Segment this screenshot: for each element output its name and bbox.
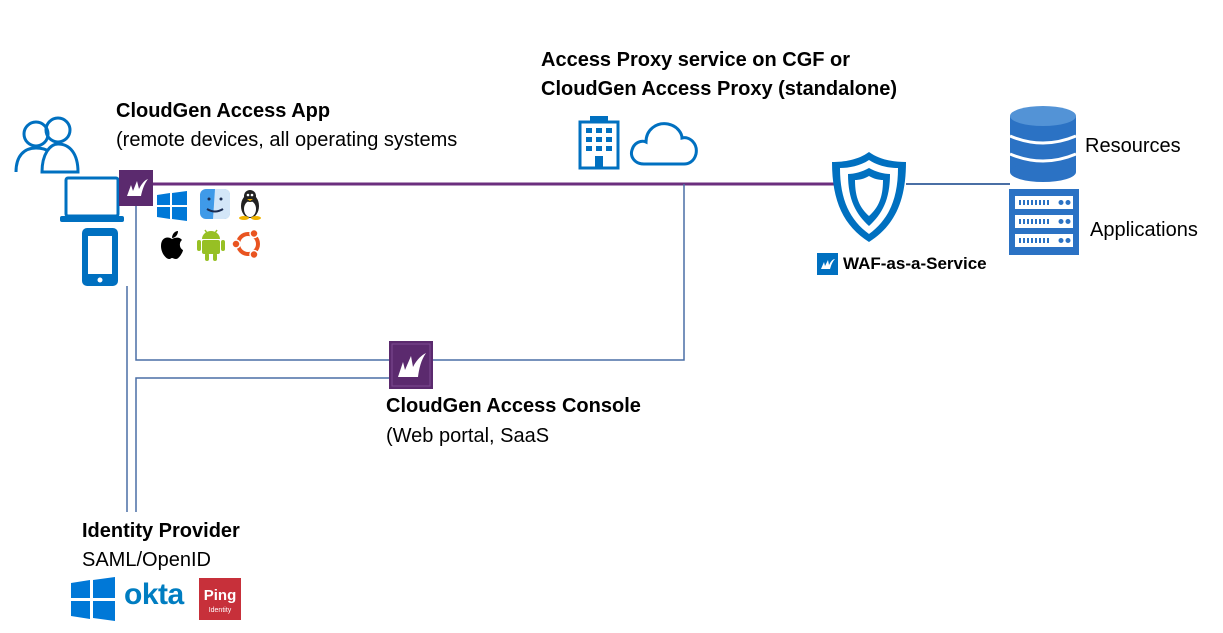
ping-logo-subtext: Identity — [208, 607, 232, 614]
proxy-title-line1: Access Proxy service on CGF or — [541, 49, 851, 71]
laptop-icon — [58, 174, 126, 226]
phone-icon — [80, 226, 120, 288]
console-subtitle: (Web portal, SaaS — [386, 425, 550, 447]
ping-logo-text: Ping — [203, 587, 237, 604]
linux-icon — [236, 188, 264, 220]
proxy-title-line2: CloudGen Access Proxy (standalone) — [541, 78, 898, 100]
identity-subtitle: SAML/OpenID — [82, 549, 211, 571]
app-title: CloudGen Access App — [116, 100, 331, 122]
finder-icon — [199, 188, 231, 220]
barracuda-logo-icon — [119, 170, 153, 206]
ping-logo: Ping Identity — [199, 578, 241, 620]
ubuntu-icon — [232, 228, 264, 260]
cloud-icon — [628, 116, 700, 168]
okta-logo: okta — [124, 578, 184, 611]
app-subtitle: (remote devices, all operating systems — [116, 129, 458, 151]
windows-icon — [156, 190, 188, 222]
database-icon — [1008, 104, 1078, 184]
azure-windows-icon — [70, 577, 116, 621]
shield-icon — [828, 150, 910, 244]
applications-label: Applications — [1090, 219, 1198, 241]
users-icon — [14, 114, 80, 174]
android-icon — [197, 228, 225, 262]
waf-label: WAF-as-a-Service — [843, 254, 987, 273]
console-to-idp-line — [135, 377, 390, 512]
building-icon — [576, 114, 622, 170]
console-title: CloudGen Access Console — [386, 395, 641, 417]
resources-label: Resources — [1085, 135, 1181, 157]
waf-logo-icon — [817, 253, 838, 275]
console-logo-icon — [389, 341, 433, 389]
identity-title: Identity Provider — [82, 520, 240, 542]
apple-icon — [158, 230, 186, 260]
server-icon — [1008, 188, 1080, 256]
